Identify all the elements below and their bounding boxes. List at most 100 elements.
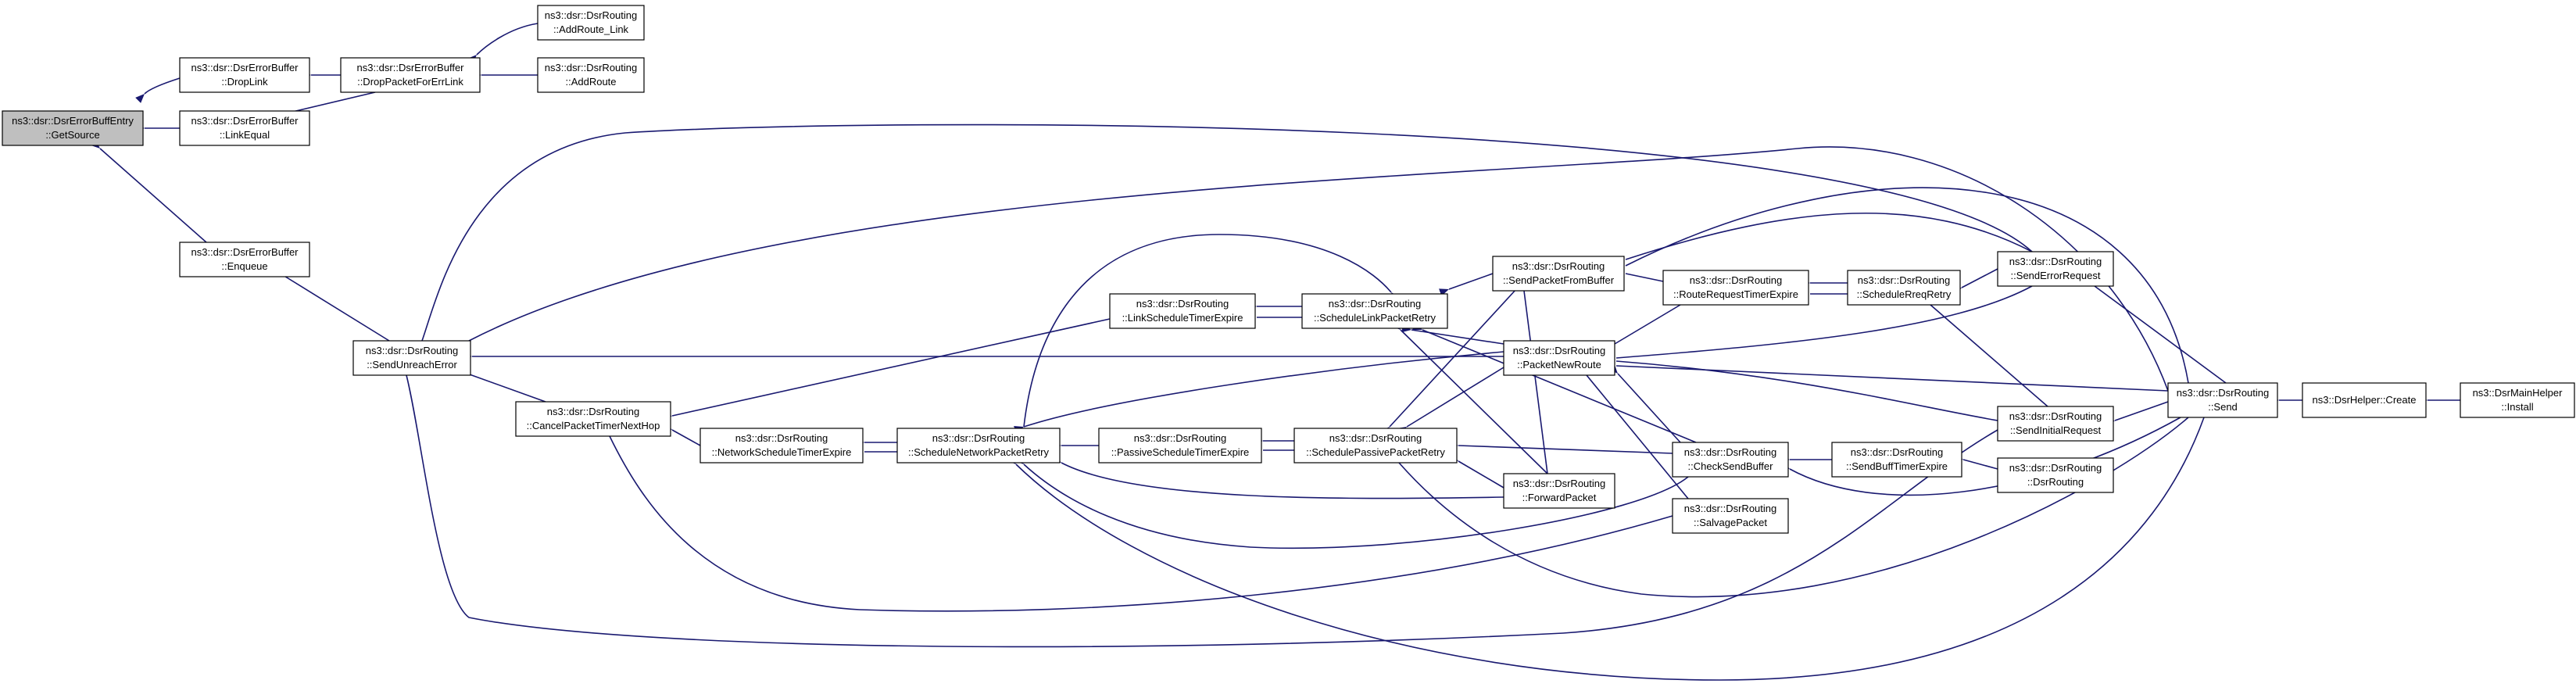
edge-packetnewroute-from-sendinitialrequest: [1615, 360, 2008, 426]
node-label-line1: ns3::dsr::DsrRouting: [2177, 387, 2270, 399]
node-create[interactable]: ns3::DsrHelper::Create: [2302, 382, 2427, 418]
node-enqueue[interactable]: ns3::dsr::DsrErrorBuffer::Enqueue: [179, 242, 310, 277]
node-schedulepassivepacketretry[interactable]: ns3::dsr::DsrRouting::SchedulePassivePac…: [1293, 428, 1458, 464]
node-label-line2: ::SchedulePassivePacketRetry: [1306, 446, 1445, 458]
node-checksendbuffer[interactable]: ns3::dsr::DsrRouting::CheckSendBuffer: [1672, 442, 1789, 478]
node-box: [340, 57, 481, 93]
edge-schedulepassivepacketretry-from-packetnewroute: [1397, 367, 1504, 435]
node-routerequesttimerexpire[interactable]: ns3::dsr::DsrRouting::RouteRequestTimerE…: [1662, 270, 1809, 306]
node-getsource[interactable]: ns3::dsr::DsrErrorBuffEntry::GetSource: [2, 110, 144, 146]
node-box: [179, 242, 310, 277]
edge-sendinitialrequest-from-send: [2105, 401, 2169, 428]
node-label-line1: ns3::dsr::DsrErrorBuffer: [191, 246, 299, 258]
edge-sendunreacherror-from-send: [459, 146, 2169, 392]
node-label-line2: ::AddRoute: [565, 76, 616, 88]
node-box: [1672, 442, 1789, 478]
edge-packetnewroute-from-salvagepacket: [1577, 365, 1689, 499]
node-label-line2: ::DropLink: [221, 76, 268, 88]
node-box: [1293, 428, 1458, 464]
node-sendpacketfrombuffer[interactable]: ns3::dsr::DsrRouting::SendPacketFromBuff…: [1492, 256, 1625, 292]
edge-schedulenetworkpacketretry-from-packetnewroute: [1014, 351, 1504, 434]
node-box: [537, 5, 645, 41]
node-box: [2167, 382, 2278, 418]
node-box: [1997, 251, 2114, 287]
node-box: [1503, 340, 1615, 376]
node-label-line1: ns3::dsr::DsrRouting: [366, 345, 459, 356]
node-schedulereqretry[interactable]: ns3::dsr::DsrRouting::ScheduleRreqRetry: [1847, 270, 1961, 306]
node-box: [179, 110, 310, 146]
node-sendinitialrequest[interactable]: ns3::dsr::DsrRouting::SendInitialRequest: [1997, 406, 2114, 442]
node-label-line2: ::ScheduleRreqRetry: [1857, 288, 1952, 300]
node-label-line1: ns3::dsr::DsrRouting: [2009, 462, 2102, 474]
node-box: [1672, 498, 1789, 534]
node-label-line2: ::GetSource: [45, 129, 99, 141]
node-label-line1: ns3::dsr::DsrRouting: [1329, 298, 1422, 310]
node-label-line2: ::DsrRouting: [2027, 476, 2084, 488]
node-salvagepacket[interactable]: ns3::dsr::DsrRouting::SalvagePacket: [1672, 498, 1789, 534]
edge-schedulepassivepacketretry-from-checksendbuffer: [1448, 441, 1673, 454]
edge-getsource-from-droplink: [134, 77, 181, 104]
edge-sendunreacherror-from-sendinitialrequest: [400, 365, 1998, 648]
node-label-line1: ns3::dsr::DsrRouting: [1134, 432, 1227, 444]
edge-sendunreacherror-from-senderrorrequest: [415, 123, 2033, 351]
node-addroute[interactable]: ns3::dsr::DsrRouting::AddRoute: [537, 57, 645, 93]
node-label-line2: ::Install: [2501, 401, 2533, 413]
node-label-line1: ns3::dsr::DsrErrorBuffer: [356, 62, 464, 73]
node-linkscheduletimerexpire[interactable]: ns3::dsr::DsrRouting::LinkScheduleTimerE…: [1109, 293, 1256, 329]
edge-sendbufftimerexpire-from-dsrrouting: [1953, 453, 1998, 470]
node-cancelpackettimernexthop[interactable]: ns3::dsr::DsrRouting::CancelPacketTimerN…: [515, 401, 671, 437]
node-box: [1503, 473, 1615, 509]
edge-schedulenetworkpacketretry-from-send: [1006, 417, 2205, 681]
node-schedulenetworkpacketretry[interactable]: ns3::dsr::DsrRouting::ScheduleNetworkPac…: [896, 428, 1061, 464]
node-packetnewroute[interactable]: ns3::dsr::DsrRouting::PacketNewRoute: [1503, 340, 1615, 376]
node-droppacketforerrlink[interactable]: ns3::dsr::DsrErrorBuffer::DropPacketForE…: [340, 57, 481, 93]
edge-schedulepassivepacketretry-from-sendpacketfrombuffer: [1380, 288, 1517, 437]
node-box: [2, 110, 144, 146]
node-label-line2: ::CancelPacketTimerNextHop: [527, 420, 660, 431]
node-label-line1: ns3::dsr::DsrErrorBuffer: [191, 62, 299, 73]
node-passivescheduletimerexpire[interactable]: ns3::dsr::DsrRouting::PassiveScheduleTim…: [1098, 428, 1262, 464]
node-addroutelink[interactable]: ns3::dsr::DsrRouting::AddRoute_Link: [537, 5, 645, 41]
node-box: [352, 340, 471, 376]
node-label-line1: ns3::dsr::DsrRouting: [1851, 446, 1944, 458]
node-label-line1: ns3::dsr::DsrRouting: [1513, 478, 1606, 489]
node-label-line2: ::LinkEqual: [220, 129, 270, 141]
node-label-line2: ::SendPacketFromBuffer: [1503, 274, 1615, 286]
node-schedulelinkpacketretry[interactable]: ns3::dsr::DsrRouting::ScheduleLinkPacket…: [1301, 293, 1448, 329]
nodes-layer: ns3::dsr::DsrErrorBuffEntry::GetSourcens…: [2, 5, 2575, 534]
node-box: [537, 57, 645, 93]
node-label-line1: ns3::dsr::DsrRouting: [1512, 260, 1605, 272]
node-forwardpacket[interactable]: ns3::dsr::DsrRouting::ForwardPacket: [1503, 473, 1615, 509]
edge-schedulelinkpacketretry-from-checksendbuffer: [1412, 322, 1697, 443]
edge-sendpacketfrombuffer-from-routerequesttimerexpire: [1625, 273, 1673, 288]
node-sendunreacherror[interactable]: ns3::dsr::DsrRouting::SendUnreachError: [352, 340, 471, 376]
node-label-line2: ::ForwardPacket: [1522, 492, 1597, 503]
edge-cancelpackettimernexthop-from-networkscheduletimerexpire: [662, 421, 701, 446]
node-send[interactable]: ns3::dsr::DsrRouting::Send: [2167, 382, 2278, 418]
node-label-line1: ns3::dsr::DsrRouting: [1684, 446, 1777, 458]
edge-sendunreacherror-from-cancelpackettimernexthop: [457, 367, 546, 403]
node-linkequal[interactable]: ns3::dsr::DsrErrorBuffer::LinkEqual: [179, 110, 310, 146]
node-droplink[interactable]: ns3::dsr::DsrErrorBuffer::DropLink: [179, 57, 310, 93]
node-label-line1: ns3::DsrHelper::Create: [2313, 394, 2417, 406]
node-dsrrouting[interactable]: ns3::dsr::DsrRouting::DsrRouting: [1997, 457, 2114, 493]
node-senderrorrequest[interactable]: ns3::dsr::DsrRouting::SendErrorRequest: [1997, 251, 2114, 287]
node-networkscheduletimerexpire[interactable]: ns3::dsr::DsrRouting::NetworkScheduleTim…: [699, 428, 864, 464]
node-label-line1: ns3::dsr::DsrRouting: [932, 432, 1025, 444]
node-label-line1: ns3::dsr::DsrRouting: [1858, 274, 1951, 286]
node-box: [1662, 270, 1809, 306]
node-box: [1098, 428, 1262, 464]
node-sendbufftimerexpire[interactable]: ns3::dsr::DsrRouting::SendBuffTimerExpir…: [1831, 442, 1962, 478]
edge-schedulenetworkpacketretry-from-forwardpacket: [1051, 455, 1504, 499]
node-label-line1: ns3::dsr::DsrRouting: [735, 432, 828, 444]
edge-senderrorrequest-from-send: [2084, 277, 2227, 384]
node-label-line1: ns3::dsr::DsrRouting: [1136, 298, 1229, 310]
node-label-line2: ::SendUnreachError: [367, 359, 457, 370]
node-box: [1847, 270, 1961, 306]
node-label-line2: ::SendErrorRequest: [2011, 270, 2101, 281]
node-label-line2: ::ScheduleNetworkPacketRetry: [908, 446, 1049, 458]
node-install[interactable]: ns3::DsrMainHelper::Install: [2460, 382, 2575, 418]
node-box: [2302, 382, 2427, 418]
edge-packetnewroute-from-senderrorrequest: [1615, 277, 2042, 359]
